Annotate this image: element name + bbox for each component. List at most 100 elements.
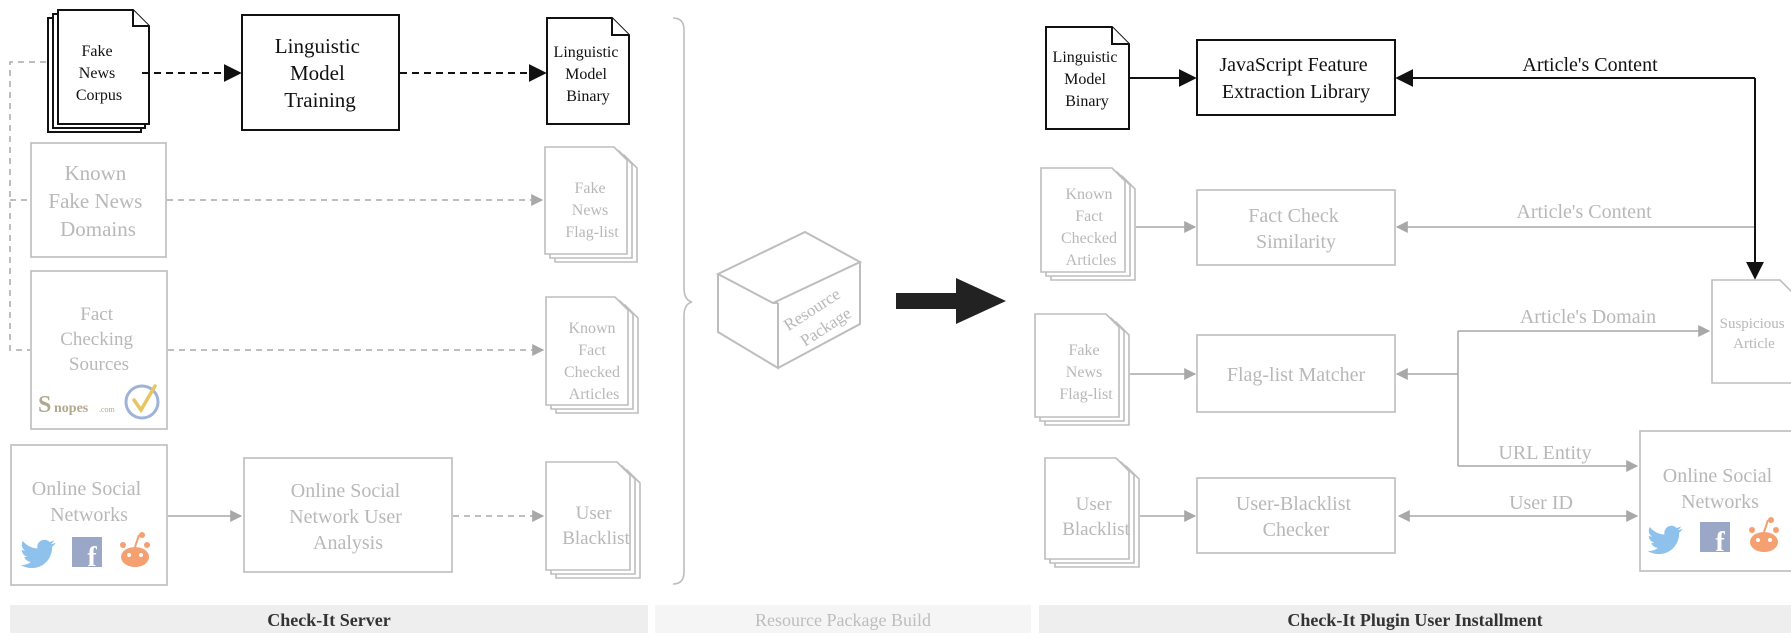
fact-sources-line: Fact <box>80 304 113 325</box>
svg-text:Known Fact Checked: Known Fact Checked Articles <box>1061 186 1121 269</box>
user-blacklist-line: Blacklist <box>562 528 630 549</box>
svg-text:Suspicious Article: Suspicious Article <box>1720 316 1789 352</box>
plugin-online-social-line: Networks <box>1681 491 1759 513</box>
svg-text:Linguistic Model B: Linguistic Model Binary <box>554 44 623 105</box>
reddit-icon <box>120 532 150 567</box>
svg-text:Online Social Networks: Online Social Networks <box>32 478 146 526</box>
blacklist-checker-line: Checker <box>1263 519 1330 541</box>
user-id-label: User ID <box>1509 492 1573 514</box>
flaglist-matcher-node: Flag-list Matcher <box>1196 334 1396 413</box>
linguistic-training-line: Model <box>290 61 345 85</box>
plugin-linguistic-binary-line: Binary <box>1065 93 1109 110</box>
linguistic-training-node: Linguistic Model Training <box>241 14 400 131</box>
twitter-icon <box>20 539 56 569</box>
url-entity-label: URL Entity <box>1498 442 1591 464</box>
linguistic-training-line: Linguistic <box>275 34 360 58</box>
plugin-linguistic-binary-line: Model <box>1064 71 1106 88</box>
fact-similarity-line: Similarity <box>1256 231 1336 253</box>
svg-text:f: f <box>1715 527 1725 558</box>
svg-text:Fact Check Similarity: Fact Check Similarity <box>1248 205 1344 253</box>
fake-flaglist-line: Flag-list <box>565 224 619 241</box>
svg-text:Fact Checking Sour: Fact Checking Sources <box>60 304 138 375</box>
arrow-right-icon <box>896 278 1006 324</box>
svg-text:.com: .com <box>99 405 116 414</box>
fake-news-corpus-line: Corpus <box>76 87 122 104</box>
known-domains-node: Known Fake News Domains <box>30 142 167 258</box>
known-fact-articles-line: Fact <box>578 342 606 359</box>
fake-news-corpus-line: Fake <box>81 43 112 60</box>
svg-text:JavaScript Feature Extra: JavaScript Feature Extraction Library <box>1219 54 1372 103</box>
js-library-line: Extraction Library <box>1222 81 1370 103</box>
snopes-logo: S nopes .com <box>38 392 116 418</box>
article-domain-label: Article's Domain <box>1520 306 1656 328</box>
known-fact-articles-line: Checked <box>564 364 620 381</box>
reddit-icon <box>1749 517 1779 552</box>
resource-package-label: Resource Package <box>780 282 859 353</box>
fake-flaglist-node: Fake News Flag-list <box>544 146 638 263</box>
fake-flaglist-line: Fake <box>574 180 605 197</box>
fact-sources-line: Checking <box>60 329 133 350</box>
plugin-user-blacklist-line: User <box>1076 494 1113 515</box>
flaglist-matcher-label: Flag-list Matcher <box>1227 364 1366 386</box>
svg-text:User Blacklist: User Blacklist <box>1062 494 1130 540</box>
online-social-line: Online Social <box>32 478 142 500</box>
blacklist-checker-node: User-Blacklist Checker <box>1196 477 1396 554</box>
box-icon <box>715 230 863 370</box>
known-fact-articles-line: Articles <box>569 386 620 403</box>
svg-text:S: S <box>38 392 51 418</box>
known-fact-articles-node: Known Fact Checked Articles <box>545 296 639 414</box>
suspicious-article-line: Article <box>1733 336 1775 352</box>
fake-news-corpus-line: News <box>79 65 115 82</box>
plugin-known-fact-line: Known <box>1065 186 1112 203</box>
svg-text:Linguistic Model B: Linguistic Model Binary <box>1053 49 1122 110</box>
svg-text:Known Fact Checked: Known Fact Checked Articles <box>564 320 624 403</box>
js-library-line: JavaScript Feature <box>1219 54 1367 76</box>
svg-text:User Blacklist: User Blacklist <box>562 503 630 549</box>
plugin-online-social-line: Online Social <box>1663 465 1773 487</box>
svg-text:Linguistic Model T: Linguistic Model Training <box>275 34 365 112</box>
svg-text:Known Fake News Do: Known Fake News Domains <box>48 161 147 241</box>
server-brace <box>672 17 693 585</box>
facebook-icon: f <box>1700 522 1730 558</box>
linguistic-training-line: Training <box>284 88 356 112</box>
plugin-user-blacklist-node: User Blacklist <box>1044 457 1140 568</box>
plugin-online-social-node: Online Social Networks f <box>1639 430 1791 572</box>
linguistic-binary-line: Binary <box>566 88 610 105</box>
plugin-known-fact-articles-node: Known Fact Checked Articles <box>1040 167 1136 281</box>
plugin-flaglist-line: Flag-list <box>1059 386 1113 403</box>
plugin-known-fact-line: Checked <box>1061 230 1117 247</box>
user-analysis-line: Network User <box>289 506 402 528</box>
user-blacklist-node: User Blacklist <box>545 461 641 579</box>
fake-news-corpus-node: Fake News Corpus <box>47 9 150 133</box>
linguistic-binary-line: Linguistic <box>554 44 619 61</box>
fact-similarity-node: Fact Check Similarity <box>1196 189 1396 266</box>
article-content-top-label: Article's Content <box>1522 54 1658 76</box>
footer-plugin-label: Check-It Plugin User Installment <box>1287 610 1542 630</box>
plugin-flaglist-line: News <box>1066 364 1102 381</box>
svg-text:Online Social Networks: Online Social Networks <box>1663 465 1777 513</box>
svg-text:User-Blacklist Checker: User-Blacklist Checker <box>1236 493 1356 541</box>
fact-sources-node: Fact Checking Sources S nopes .com <box>30 270 168 430</box>
facebook-icon: f <box>72 537 102 573</box>
blacklist-checker-line: User-Blacklist <box>1236 493 1352 515</box>
svg-text:Online Social Network Us: Online Social Network User Analysis <box>289 480 407 554</box>
checkmark-badge-icon <box>124 384 160 420</box>
known-domains-line: Domains <box>60 217 136 241</box>
footer-bar: Check-It Server Resource Package Build C… <box>10 605 1791 633</box>
svg-text:Fake News Flag-lis: Fake News Flag-list <box>565 180 619 241</box>
svg-text:nopes: nopes <box>54 401 89 416</box>
svg-text:Fake News Corpus: Fake News Corpus <box>76 43 122 104</box>
footer-server-label: Check-It Server <box>267 610 390 630</box>
suspicious-article-line: Suspicious <box>1720 316 1785 332</box>
known-domains-line: Known <box>64 161 126 185</box>
known-fact-articles-line: Known <box>568 320 615 337</box>
user-blacklist-line: User <box>576 503 613 524</box>
svg-text:Fake News Flag-lis: Fake News Flag-list <box>1059 342 1113 403</box>
twitter-icon <box>1647 525 1683 555</box>
plugin-flaglist-line: Fake <box>1068 342 1099 359</box>
plugin-linguistic-binary-line: Linguistic <box>1053 49 1118 66</box>
linguistic-binary-line: Model <box>565 66 607 83</box>
svg-text:f: f <box>87 542 97 573</box>
plugin-fake-flaglist-node: Fake News Flag-list <box>1034 313 1130 426</box>
